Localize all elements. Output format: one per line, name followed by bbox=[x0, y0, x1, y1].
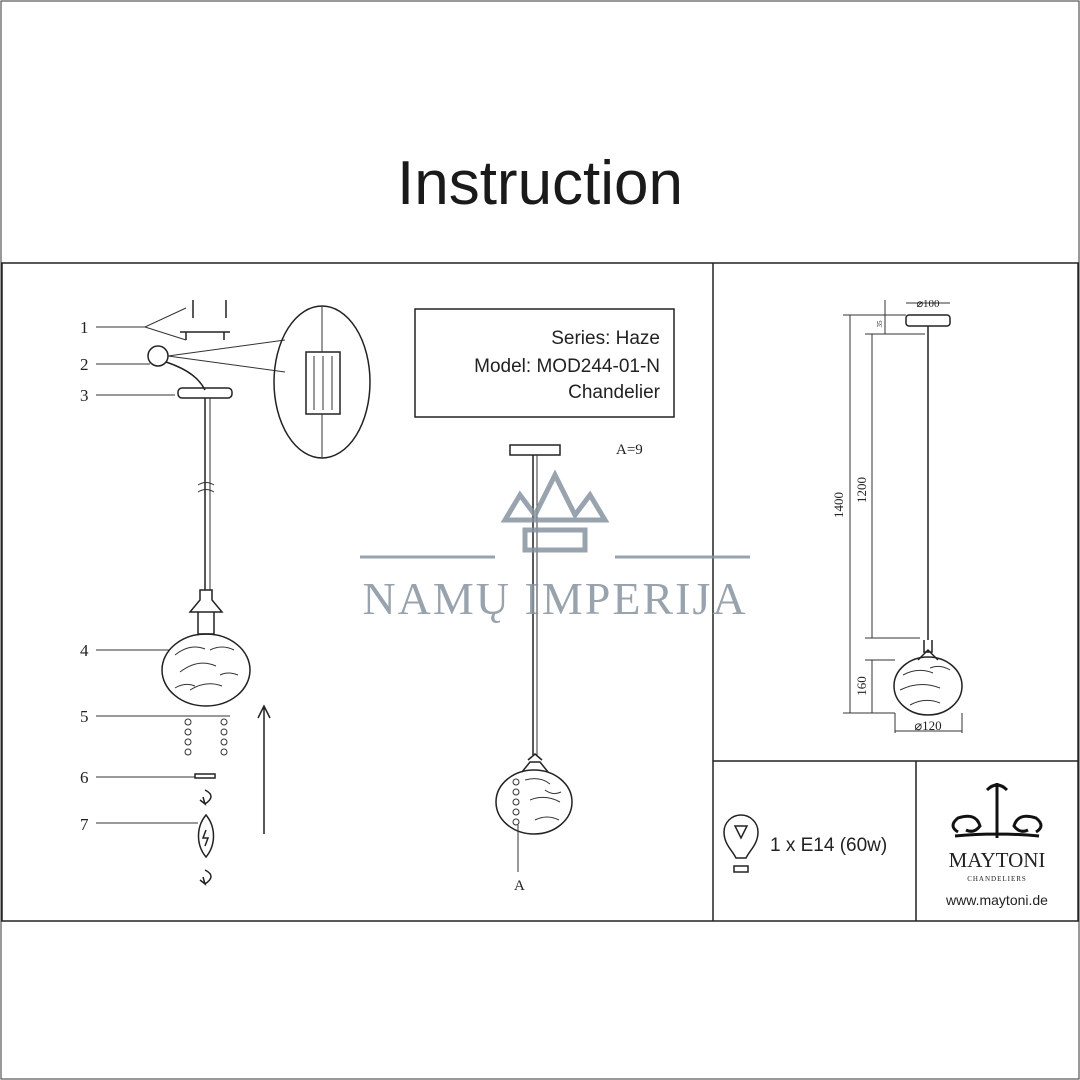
dim-canopy-height: 35 bbox=[876, 320, 884, 328]
watermark: NAMŲ IMPERIJA bbox=[360, 469, 750, 624]
bulb-spec: 1 x E14 (60w) bbox=[770, 835, 887, 856]
crystal-count-label: A=9 bbox=[616, 442, 643, 458]
page-title: Instruction bbox=[396, 149, 684, 218]
model-label: Model: MOD244-01-N bbox=[474, 356, 660, 377]
part-label-5: 5 bbox=[80, 707, 89, 726]
brand-name: MAYTONI bbox=[949, 848, 1046, 872]
dim-shade-height: 160 bbox=[854, 676, 869, 696]
brand-website[interactable]: www.maytoni.de bbox=[945, 892, 1048, 908]
diagram-frame bbox=[1, 262, 1079, 922]
dim-canopy-diameter: ⌀100 bbox=[916, 298, 940, 310]
dim-cord-length: 1200 bbox=[854, 477, 869, 503]
brand-subtitle: CHANDELIERS bbox=[967, 875, 1027, 883]
assembled-lamp-diagram: A=9 A bbox=[495, 442, 643, 894]
maytoni-logo: MAYTONI CHANDELIERS bbox=[949, 783, 1046, 883]
crown-logo-icon bbox=[500, 469, 610, 553]
up-arrow-icon bbox=[257, 704, 271, 834]
dim-shade-diameter: ⌀120 bbox=[914, 718, 941, 733]
part-label-1: 1 bbox=[80, 318, 89, 337]
dim-total-height: 1400 bbox=[831, 492, 846, 518]
terminal-block-icon bbox=[147, 345, 169, 367]
crystal-strands bbox=[184, 718, 228, 756]
part-label-4: 4 bbox=[80, 641, 89, 660]
info-box bbox=[414, 308, 675, 418]
glass-shade bbox=[161, 633, 251, 707]
light-bulb-icon bbox=[723, 814, 759, 873]
watermark-text: NAMŲ IMPERIJA bbox=[362, 573, 747, 624]
type-label: Chandelier bbox=[568, 382, 661, 403]
dimension-drawing: ⌀100 35 1400 1200 160 ⌀120 bbox=[831, 298, 963, 733]
part-label-7: 7 bbox=[80, 815, 89, 834]
part-label-2: 2 bbox=[80, 355, 89, 374]
part-label-3: 3 bbox=[80, 386, 89, 405]
part-label-6: 6 bbox=[80, 768, 89, 787]
series-label: Series: Haze bbox=[551, 328, 660, 349]
crystal-pointer-label: A bbox=[514, 878, 525, 894]
assembly-diagram: 1 2 3 4 5 6 7 bbox=[80, 300, 371, 887]
